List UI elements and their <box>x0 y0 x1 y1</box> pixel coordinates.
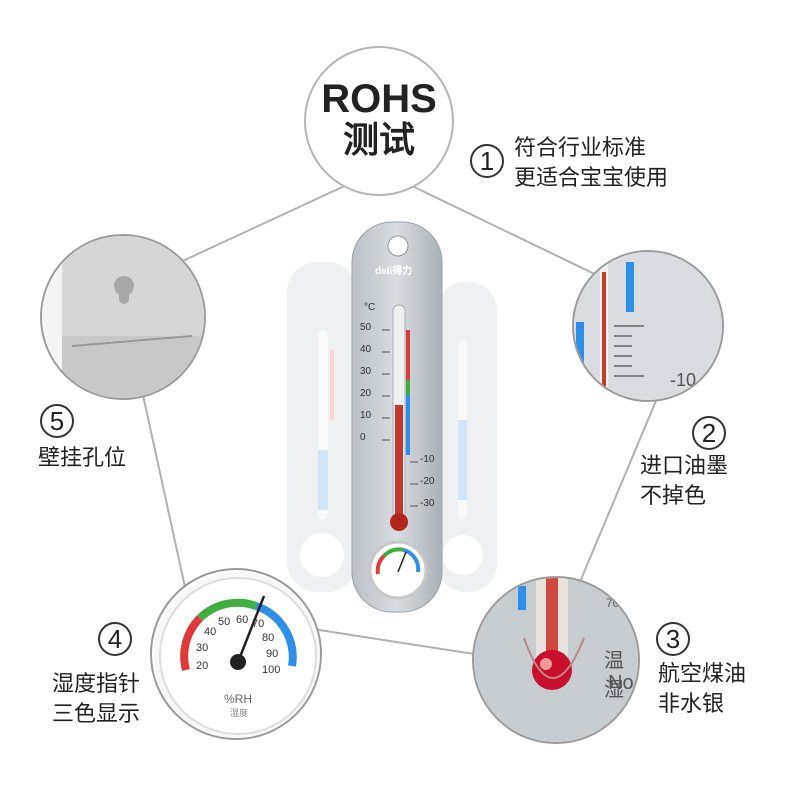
badge-line2: 测试 <box>342 120 415 161</box>
humidity-dial-detail <box>154 572 320 738</box>
humidity-unit: %RH <box>224 692 253 706</box>
wall-hole-detail <box>42 236 204 398</box>
caption-line: 壁挂孔位 <box>38 446 127 471</box>
zoom-bulb: 70 温湿 No <box>472 576 640 744</box>
zoom-wall-hole <box>40 234 206 400</box>
feature-5-caption: 壁挂孔位 <box>38 444 126 474</box>
feature-2-number: 2 <box>692 416 726 450</box>
ink-scale-detail <box>574 252 722 400</box>
feature-4-caption: 湿度指针 三色显示 <box>52 670 140 730</box>
caption-line: 非水银 <box>658 692 725 717</box>
tick-label: 20 <box>360 388 372 399</box>
humidity-tick: 60 <box>236 614 249 626</box>
feature-1-caption: 符合行业标准 更适合宝宝使用 <box>514 134 668 194</box>
rohs-badge: ROHS 测试 <box>304 46 454 196</box>
zoom-tick-label: -10 <box>670 370 697 390</box>
humidity-tick: 50 <box>218 616 231 628</box>
brand-logo: deli得力 <box>375 266 413 277</box>
humidity-tick: 80 <box>262 632 275 644</box>
badge-line1: ROHS <box>321 77 437 121</box>
tick-label: -10 <box>420 454 435 465</box>
tick-label: -30 <box>420 498 435 509</box>
caption-line: 三色显示 <box>52 702 141 727</box>
zoom-top-label: 70 <box>606 596 620 610</box>
humidity-tick: 90 <box>266 648 279 660</box>
temperature-scale-negative: -10 -20 -30 <box>420 454 444 520</box>
humidity-tick: 30 <box>196 642 209 654</box>
humidity-caption: 湿度 <box>230 708 249 718</box>
feature-4-number: 4 <box>98 622 132 656</box>
tick-label: 30 <box>360 366 372 377</box>
caption-line: 不掉色 <box>640 484 707 509</box>
zoom-text-1: 温湿 <box>604 648 624 701</box>
zoom-ink-scale: -10 <box>572 250 724 402</box>
feature-1-number: 1 <box>470 144 504 178</box>
tick-label: 0 <box>360 432 366 443</box>
caption-line: 航空煤油 <box>658 662 747 687</box>
caption-line: 进口油墨 <box>640 454 729 479</box>
feature-2-caption: 进口油墨 不掉色 <box>640 452 728 512</box>
feature-3-caption: 航空煤油 非水银 <box>658 660 746 720</box>
unit-label: °C <box>364 302 376 313</box>
humidity-tick: 70 <box>252 618 265 630</box>
humidity-tick: 40 <box>204 626 217 638</box>
tick-label: 40 <box>360 344 372 355</box>
humidity-tick: 20 <box>196 660 209 672</box>
caption-line: 更适合宝宝使用 <box>514 166 669 191</box>
caption-line: 湿度指针 <box>52 672 141 697</box>
tick-label: 50 <box>360 322 372 333</box>
zoom-text-2: No <box>608 672 634 694</box>
tick-label: 10 <box>360 410 372 421</box>
humidity-scale: 20 30 40 50 60 70 80 90 100 %RH 湿度 <box>152 570 320 738</box>
temperature-scale: 50 40 30 20 10 0 <box>360 322 384 454</box>
caption-line: 符合行业标准 <box>514 136 647 161</box>
tick-label: -20 <box>420 476 435 487</box>
humidity-tick: 100 <box>262 664 281 676</box>
feature-3-number: 3 <box>656 622 690 656</box>
bulb-detail <box>474 578 638 742</box>
zoom-humidity-dial: 20 30 40 50 60 70 80 90 100 %RH 湿度 <box>150 568 322 740</box>
feature-5-number: 5 <box>40 404 74 438</box>
